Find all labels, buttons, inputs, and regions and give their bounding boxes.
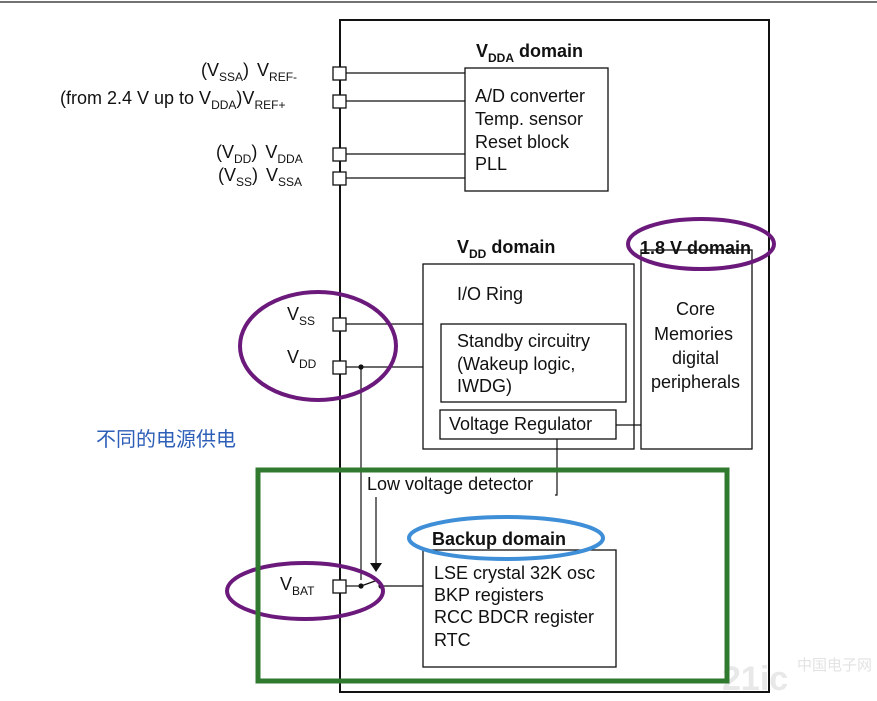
backup-domain-title: Backup domain (432, 529, 566, 549)
ellipse-backup-domain (407, 515, 605, 561)
v18-domain-box (640, 249, 753, 450)
voltage-regulator-label: Voltage Regulator (449, 414, 592, 434)
v18-line-memories: Memories (654, 324, 733, 344)
label-vdda: (VDD)VDDA (216, 142, 303, 166)
vdda-domain-title: VDDA domain (476, 41, 583, 65)
standby-box (440, 323, 627, 403)
vdd-domain-title: VDD domain (457, 237, 555, 261)
vdda-line-reset: Reset block (475, 132, 570, 152)
backup-line-bkp: BKP registers (434, 585, 544, 605)
ellipse-18v-domain (626, 217, 776, 271)
backup-line-rcc: RCC BDCR register (434, 607, 594, 627)
pin-vdda (332, 147, 465, 162)
lvd-label-bg (364, 473, 555, 497)
backup-line-lse: LSE crystal 32K osc (434, 563, 595, 583)
label-vref-minus: (VSSA)VREF- (201, 60, 297, 84)
pin-vref-plus (332, 94, 465, 109)
pin-vss (332, 317, 423, 332)
ellipse-vbat (225, 561, 385, 621)
standby-line-2: (Wakeup logic, (457, 354, 575, 374)
lvd-arrowhead (370, 563, 382, 572)
label-vss: VSS (287, 304, 315, 328)
label-vssa: (VSS)VSSA (218, 165, 302, 189)
annotation-chinese: 不同的电源供电 (96, 427, 236, 451)
pin-vref-minus (332, 66, 465, 81)
standby-line-3: IWDG) (457, 376, 512, 396)
label-vbat: VBAT (280, 574, 315, 598)
vdda-line-adc: A/D converter (475, 86, 585, 106)
standby-line-1: Standby circuitry (457, 331, 590, 351)
watermark: 21ic 中国电子网 (722, 656, 872, 698)
vdd-domain-box (422, 263, 635, 450)
backup-domain-box (422, 549, 617, 668)
v18-line-peripherals: peripherals (651, 372, 740, 392)
label-vref-plus: (from 2.4 V up to VDDA)VREF+ (60, 88, 285, 112)
io-ring-label: I/O Ring (457, 284, 523, 304)
pin-vdd (332, 360, 423, 580)
watermark-sub: 中国电子网 (797, 656, 872, 674)
v18-domain-title: 1.8 V domain (640, 238, 751, 258)
ellipse-vss-vdd (238, 290, 398, 402)
vdda-domain-box (464, 67, 609, 192)
backup-region-frame (255, 467, 730, 684)
v18-line-digital: digital (672, 348, 719, 368)
low-voltage-detector-label: Low voltage detector (367, 474, 533, 494)
backup-line-rtc: RTC (434, 630, 471, 650)
v18-line-core: Core (676, 299, 715, 319)
vdda-line-temp: Temp. sensor (475, 109, 583, 129)
pin-vssa (332, 171, 465, 186)
chip-outline (339, 19, 770, 693)
vdda-line-pll: PLL (475, 154, 507, 174)
label-vdd: VDD (287, 347, 317, 371)
